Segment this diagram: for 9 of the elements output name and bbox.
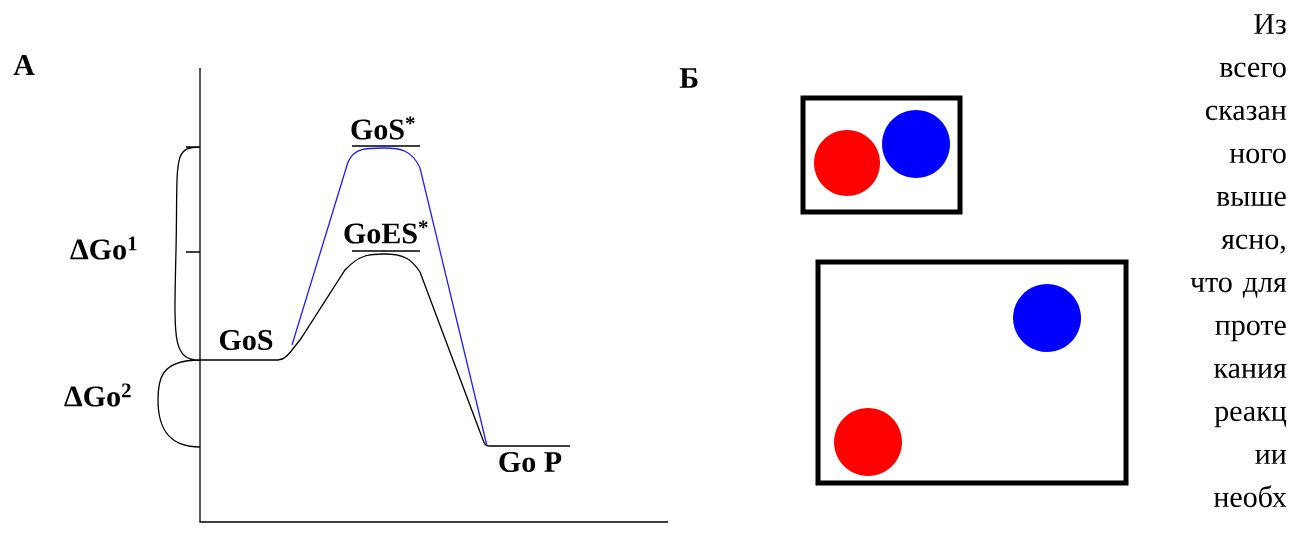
state-label: Go P	[499, 451, 562, 473]
panel-letter: Б	[679, 68, 698, 88]
panel-letter: А	[13, 55, 35, 75]
energy-label: ΔGo$^{1}$	[70, 236, 137, 260]
state-label: GoES$^{*}$	[344, 220, 428, 244]
energy-label: ΔGo$^{2}$	[64, 383, 131, 407]
paragraph-text: Из всего сказан ного выше ясно, что для проте кания реакц ии необх	[1190, 14, 1287, 508]
state-label: GoS	[219, 329, 273, 351]
state-label: GoS$^{*}$	[351, 116, 415, 140]
